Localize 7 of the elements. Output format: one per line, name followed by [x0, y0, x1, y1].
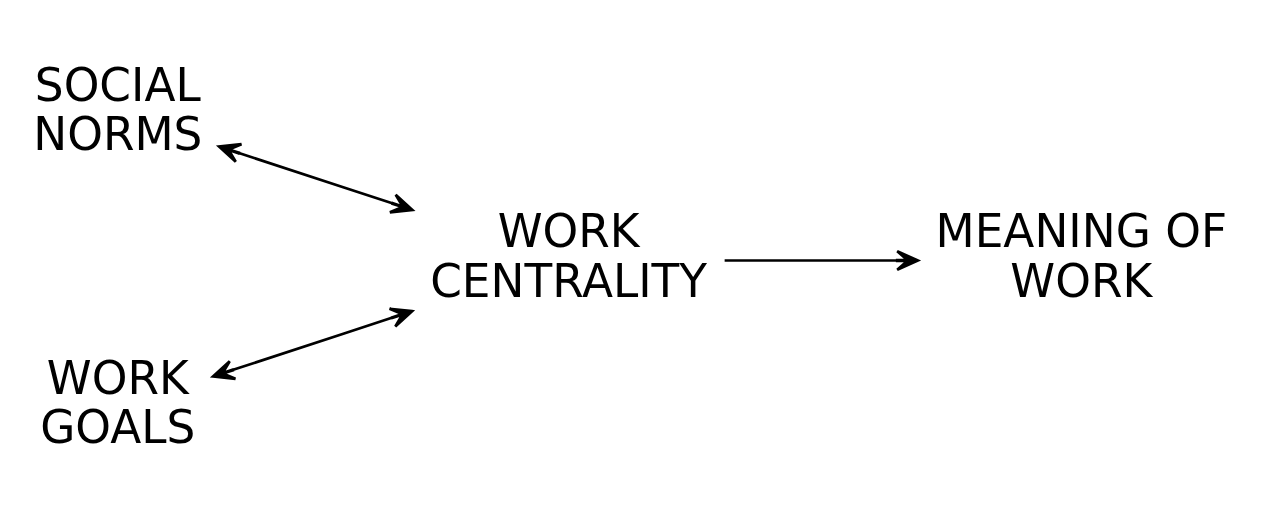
- node-text: MEANING OF WORK: [935, 204, 1228, 308]
- node-text: WORK GOALS: [40, 351, 196, 454]
- node-text: SOCIAL NORMS: [33, 58, 203, 161]
- arrow: [211, 306, 414, 380]
- arrow: [217, 142, 414, 214]
- arrow: [724, 249, 920, 271]
- node-text: WORK CENTRALITY: [430, 204, 708, 308]
